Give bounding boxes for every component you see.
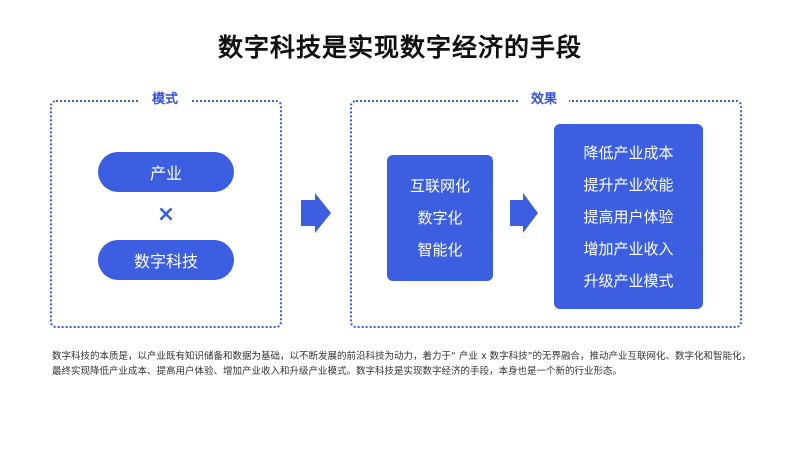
effect-item: 提升产业效能 [583, 175, 674, 194]
digital-tech-pill-label: 数字科技 [133, 252, 198, 271]
effects-box: 降低产业成本 提升产业效能 提高用户体验 增加产业收入 升级产业模式 [554, 124, 703, 309]
transform-item: 互联网化 [409, 177, 470, 195]
page-title: 数字科技是实现数字经济的手段 [217, 33, 582, 62]
description-text: 数字科技的本质是，以产业既有知识储备和数据为基础，以不断发展的前沿科技为动力，着… [52, 351, 752, 377]
industry-pill: 产业 [98, 152, 234, 192]
effect-item: 提高用户体验 [583, 207, 674, 226]
right-arrow-icon [510, 193, 538, 233]
effect-item: 升级产业模式 [583, 271, 674, 290]
mode-panel-label: 模式 [140, 91, 191, 109]
multiply-icon: × [156, 202, 176, 227]
effect-panel-label: 效果 [519, 91, 570, 109]
industry-pill-label: 产业 [149, 164, 182, 183]
right-arrow-icon [301, 193, 331, 233]
transform-item: 数字化 [417, 209, 463, 227]
effect-item: 增加产业收入 [583, 239, 674, 258]
transform-item: 智能化 [417, 241, 463, 259]
transform-box: 互联网化 数字化 智能化 [387, 155, 493, 281]
effect-item: 降低产业成本 [583, 143, 674, 162]
digital-tech-pill: 数字科技 [98, 240, 234, 280]
